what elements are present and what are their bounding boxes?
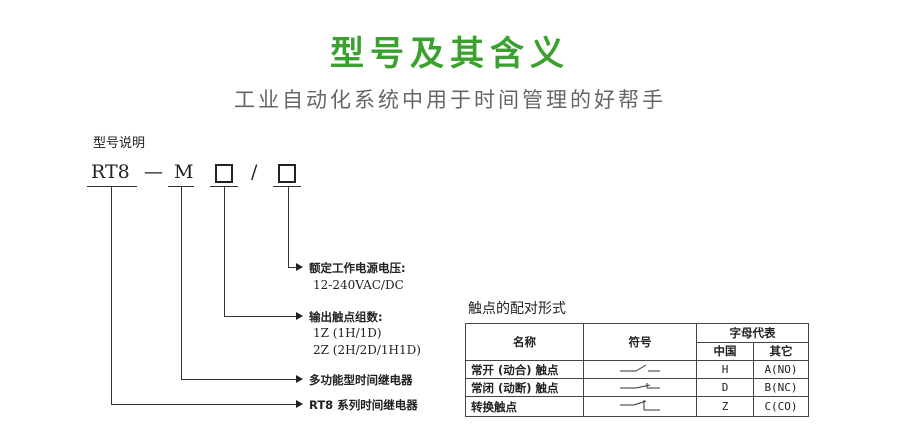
- arrow-series: [296, 400, 303, 408]
- arrow-contacts: [296, 312, 303, 320]
- model-description-heading: 型号说明: [93, 136, 146, 151]
- row-other-code: A(NO): [753, 360, 809, 379]
- arrow-function: [296, 375, 303, 383]
- row-name: 常闭 (动断) 触点: [465, 378, 584, 397]
- row-other-code: C(CO): [753, 396, 809, 417]
- contact-table-title: 触点的配对形式: [468, 301, 566, 317]
- leader-contacts-horizontal: [224, 316, 298, 317]
- leader-series-vertical: [111, 186, 112, 404]
- leader-function-horizontal: [181, 379, 298, 380]
- normally-open-contact-icon: [583, 360, 697, 379]
- leader-voltage-horizontal: [288, 267, 298, 268]
- contact-table: 名称 符号 字母代表 中国 其它 常开 (动合) 触点 H A(NO) 常闭 (…: [465, 323, 809, 417]
- leader-voltage-vertical: [288, 186, 289, 267]
- row-other-code: B(NC): [753, 378, 809, 397]
- table-row: 常开 (动合) 触点 H A(NO): [465, 360, 809, 379]
- leader-series-horizontal: [111, 404, 298, 405]
- header-letter: 字母代表: [696, 323, 809, 343]
- page-subtitle: 工业自动化系统中用于时间管理的好帮手: [234, 88, 666, 112]
- model-dash: —: [144, 161, 163, 183]
- row-name: 转换触点: [465, 396, 584, 417]
- contacts-value-2z: 2Z (2H/2D/1H1D): [313, 343, 421, 357]
- table-row: 转换触点 Z C(CO): [465, 396, 809, 417]
- normally-closed-contact-icon: [583, 378, 697, 397]
- header-name: 名称: [465, 323, 584, 361]
- contacts-value-1z: 1Z (1H/1D): [313, 326, 382, 340]
- arrow-voltage: [296, 263, 303, 271]
- voltage-value: 12-240VAC/DC: [313, 278, 404, 292]
- voltage-label: 额定工作电源电压:: [309, 261, 406, 275]
- header-china: 中国: [696, 341, 754, 361]
- contact-code-placeholder-box: [215, 164, 233, 183]
- underline-rt8: [87, 186, 137, 187]
- row-china-code: H: [696, 360, 754, 379]
- table-row: 常闭 (动断) 触点 D B(NC): [465, 378, 809, 397]
- changeover-contact-icon: [583, 396, 697, 417]
- contacts-label: 输出触点组数:: [309, 310, 383, 324]
- header-symbol: 符号: [583, 323, 697, 361]
- row-name: 常开 (动合) 触点: [465, 360, 584, 379]
- model-slash: /: [251, 161, 258, 183]
- model-series-code: RT8: [91, 161, 130, 183]
- row-china-code: D: [696, 378, 754, 397]
- underline-box2: [273, 186, 301, 187]
- series-label: RT8 系列时间继电器: [309, 398, 418, 412]
- page-title: 型号及其含义: [330, 34, 570, 74]
- leader-contacts-vertical: [224, 186, 225, 316]
- header-other: 其它: [753, 341, 809, 361]
- model-function-code: M: [174, 161, 194, 183]
- voltage-code-placeholder-box: [278, 164, 296, 183]
- function-label: 多功能型时间继电器: [309, 373, 413, 387]
- leader-function-vertical: [181, 186, 182, 379]
- row-china-code: Z: [696, 396, 754, 417]
